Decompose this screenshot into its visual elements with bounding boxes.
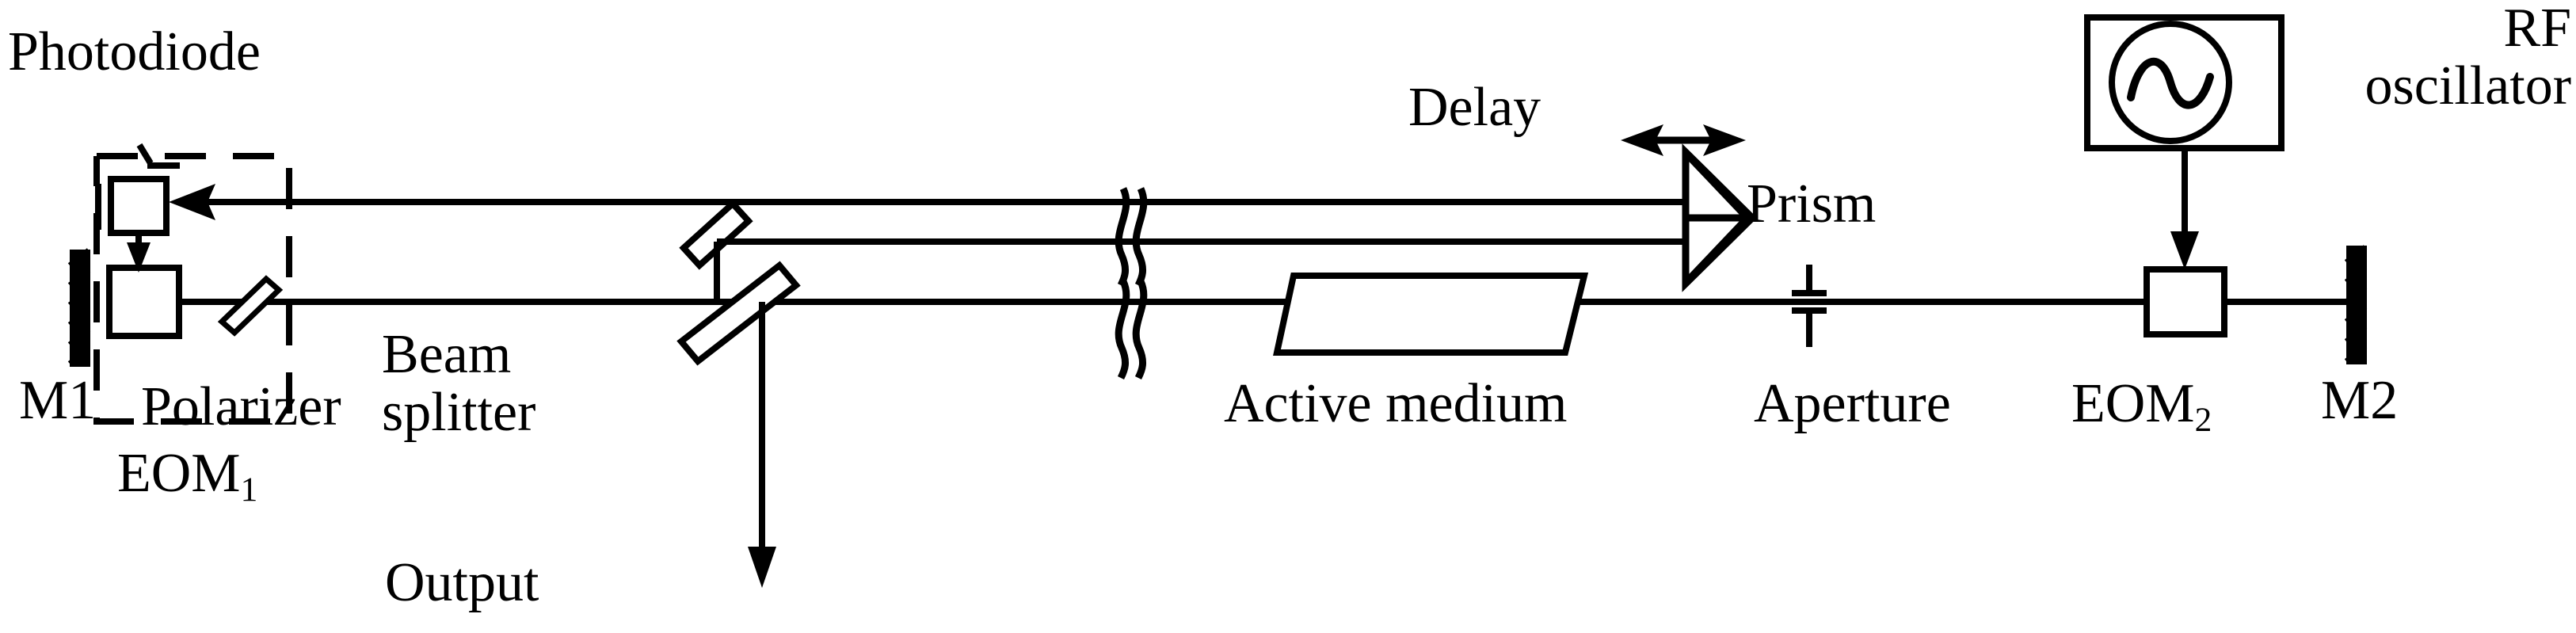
label-rf-line2: oscillator [2365,55,2571,116]
label-photodiode: Photodiode [8,21,261,82]
rf-oscillator-symbol [2084,14,2284,269]
label-m2: M2 [2321,370,2399,431]
label-rf-line1: RF [2503,0,2571,59]
label-beam-splitter-line2: splitter [382,381,536,443]
label-active-medium: Active medium [1224,373,1568,434]
beam-splitter-plates [676,199,801,366]
mirror-m1 [67,248,91,367]
label-beam-splitter: Beam splitter [382,326,535,442]
eom1-box [106,265,182,339]
label-rf-oscillator: RF oscillator [2365,0,2571,116]
active-medium-rod [1273,273,1589,356]
delay-double-arrow [1621,124,1746,156]
label-m1: M1 [19,370,97,431]
break-symbol-upper [1115,187,1148,288]
label-polarizer: Polarizer [141,376,341,437]
prism-body [1682,143,1758,292]
eom2-box [2143,266,2227,337]
aperture-symbol [1792,265,1827,347]
output-arrow [748,302,776,588]
label-eom1-subscript: 1 [240,471,258,509]
label-aperture: Aperture [1754,373,1951,434]
label-beam-splitter-line1: Beam [382,324,512,385]
sine-wave-icon [2127,57,2214,109]
photodiode-symbol [95,143,180,273]
label-eom2-base: EOM [2071,373,2195,434]
label-eom1-base: EOM [117,443,241,504]
label-prism: Prism [1747,174,1877,235]
label-output: Output [385,552,539,613]
return-beam-arrowhead [169,184,215,220]
label-eom1: EOM1 [117,445,257,507]
label-eom2: EOM2 [2071,376,2212,437]
mirror-m2 [2344,245,2368,364]
label-delay: Delay [1408,77,1541,138]
break-symbol-lower [1115,280,1148,380]
label-eom2-subscript: 2 [2194,401,2212,440]
polarizer-plate [217,275,284,337]
